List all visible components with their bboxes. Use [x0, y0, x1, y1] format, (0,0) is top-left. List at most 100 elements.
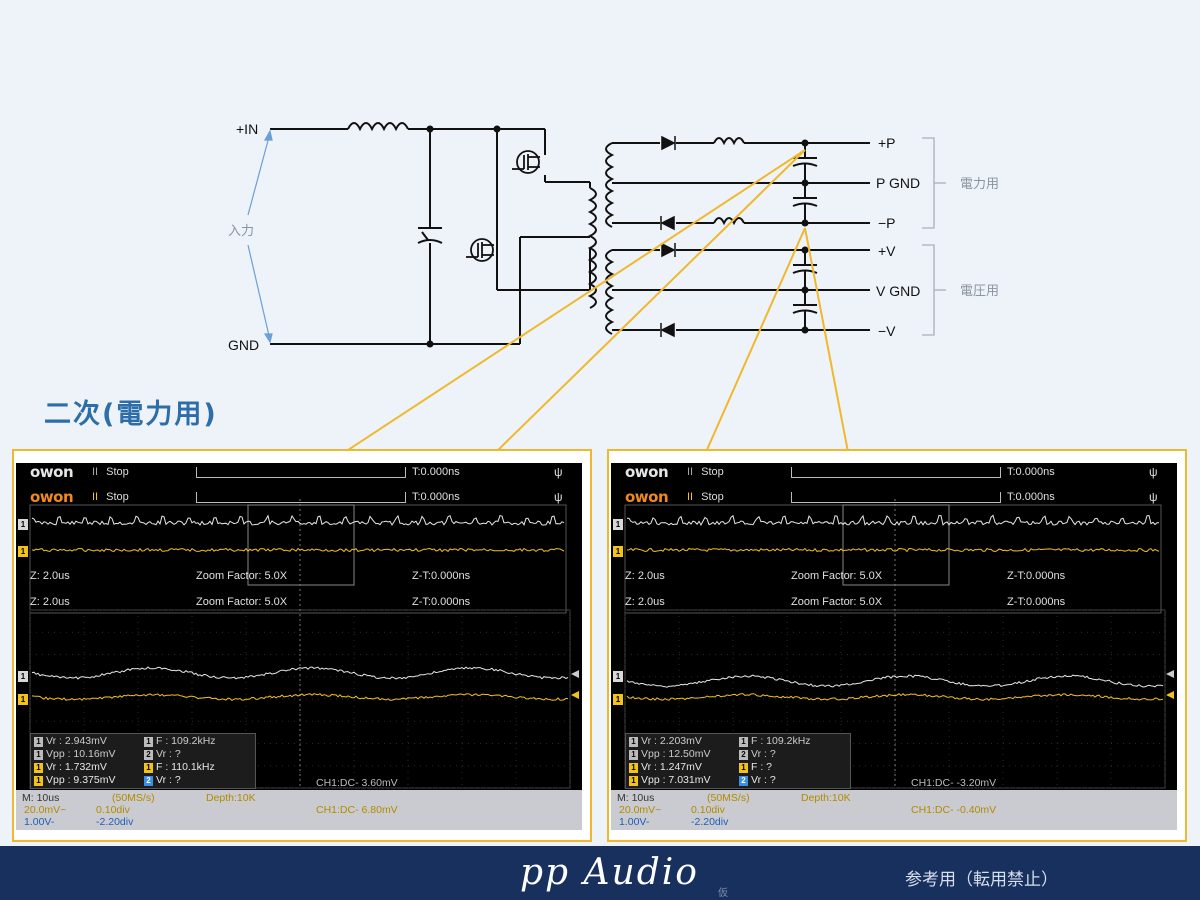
- label-in-plus: +IN: [236, 121, 258, 137]
- run-status-label: Stop: [106, 491, 129, 503]
- channel-chip: 1: [739, 737, 748, 747]
- measurement-value: F : 109.2kHz: [751, 735, 811, 747]
- scope-brand-logo: owon: [30, 488, 74, 506]
- ch1-trigger-level: CH1:DC- 6.80mV: [316, 804, 398, 816]
- channel-chip: 1: [34, 763, 43, 773]
- trace-ch1-zoom: [31, 666, 569, 680]
- run-status-label: Stop: [701, 491, 724, 503]
- channel-chip: 2: [739, 776, 748, 786]
- zoom-factor-label: Zoom Factor: 5.0X: [196, 596, 288, 608]
- measurement-panel: [30, 733, 256, 789]
- channel-chip: 1: [629, 763, 638, 773]
- measurement-value: Vpp : 10.16mV: [46, 748, 116, 760]
- ch1-offset: 0.10div: [96, 804, 130, 816]
- channel-marker: 1: [613, 671, 623, 682]
- channel-marker: 1: [18, 546, 28, 557]
- channel-chip: 1: [629, 737, 638, 747]
- channel-chip: 1: [629, 776, 638, 786]
- usb-icon: ψ: [1149, 465, 1158, 479]
- zoom-trigger-offset: Z-T:0.000ns: [1007, 570, 1066, 582]
- channel-chip: 1: [629, 750, 638, 760]
- time-position-bar[interactable]: [196, 467, 406, 478]
- sample-rate: (50MS/s): [707, 792, 750, 804]
- pause-icon: II: [687, 491, 694, 503]
- measurement-panel: [625, 733, 851, 789]
- pause-icon: II: [92, 491, 99, 503]
- measurement-value: F : 110.1kHz: [156, 761, 215, 773]
- channel-marker: 1: [613, 694, 623, 705]
- ch1-trigger-level: CH1:DC- -0.40mV: [911, 804, 997, 816]
- channel-chip: 1: [739, 763, 748, 773]
- measurement-value: Vr : ?: [751, 774, 776, 786]
- measurement-value: Vr : ?: [751, 748, 776, 760]
- channel-chip: 2: [739, 750, 748, 760]
- ch2-scale: 1.00V-: [24, 816, 55, 828]
- run-status-label: Stop: [106, 466, 129, 478]
- ch1-scale: 20.0mV~: [619, 804, 662, 816]
- usb-icon: ψ: [1149, 490, 1158, 504]
- trigger-time: T:0.000ns: [412, 491, 460, 503]
- zoom-time-label: Z: 2.0us: [30, 596, 70, 608]
- channel-chip: 1: [34, 776, 43, 786]
- measurement-value: Vr : ?: [156, 748, 181, 760]
- label-group-voltage: 電圧用: [960, 284, 999, 299]
- label-p-gnd: P GND: [876, 175, 920, 191]
- trace-ch1-overview: [31, 514, 565, 526]
- zoom-time-label: Z: 2.0us: [625, 570, 665, 582]
- run-status[interactable]: II Stop: [687, 466, 724, 478]
- footer-bar: pp Audio 仮 参考用（転用禁止）: [0, 846, 1200, 900]
- label-p-plus: +P: [878, 135, 896, 151]
- run-status[interactable]: II Stop: [687, 491, 724, 503]
- run-status[interactable]: II Stop: [92, 466, 129, 478]
- trace-ch2-overview: [31, 547, 565, 553]
- time-position-bar[interactable]: [196, 492, 406, 503]
- ch2-offset: -2.20div: [691, 816, 729, 828]
- zoom-factor-label: Zoom Factor: 5.0X: [791, 570, 883, 582]
- trigger-time: T:0.000ns: [1007, 491, 1055, 503]
- measurement-value: Vpp : 9.375mV: [46, 774, 116, 786]
- measurement-value: Vr : 2.943mV: [46, 735, 107, 747]
- usb-icon: ψ: [554, 465, 563, 479]
- label-v-plus: +V: [878, 243, 896, 259]
- trace-ch1-overview: [626, 514, 1160, 526]
- channel-marker: 1: [613, 519, 623, 530]
- timebase-value: M: 10us: [22, 792, 60, 804]
- timebase-value: M: 10us: [617, 792, 655, 804]
- label-p-minus: −P: [878, 215, 896, 231]
- measurement-value: Vr : ?: [156, 774, 181, 786]
- run-status-label: Stop: [701, 466, 724, 478]
- memory-depth: Depth:10K: [801, 792, 851, 804]
- measurement-value: Vr : 1.732mV: [46, 761, 107, 773]
- pause-icon: II: [92, 466, 99, 478]
- zoom-trigger-offset: Z-T:0.000ns: [412, 570, 471, 582]
- channel-chip: 2: [144, 776, 153, 786]
- measurement-value: Vpp : 12.50mV: [641, 748, 711, 760]
- channel-marker: 1: [18, 519, 28, 530]
- time-position-bar[interactable]: [791, 467, 1001, 478]
- run-status[interactable]: II Stop: [92, 491, 129, 503]
- label-input: 入力: [228, 224, 254, 239]
- label-v-minus: −V: [878, 323, 896, 339]
- scope-brand-logo: owon: [625, 463, 669, 481]
- pause-icon: II: [687, 466, 694, 478]
- measurement-value: Vpp : 7.031mV: [641, 774, 711, 786]
- time-position-bar[interactable]: [791, 492, 1001, 503]
- section-title: 二次(電力用): [44, 399, 218, 430]
- scope-grid: [29, 499, 579, 789]
- circuit-schematic: +IN GND 入力 +P P GND −P +V V GND −V 電力用 電…: [228, 121, 999, 450]
- ch2-scale: 1.00V-: [619, 816, 650, 828]
